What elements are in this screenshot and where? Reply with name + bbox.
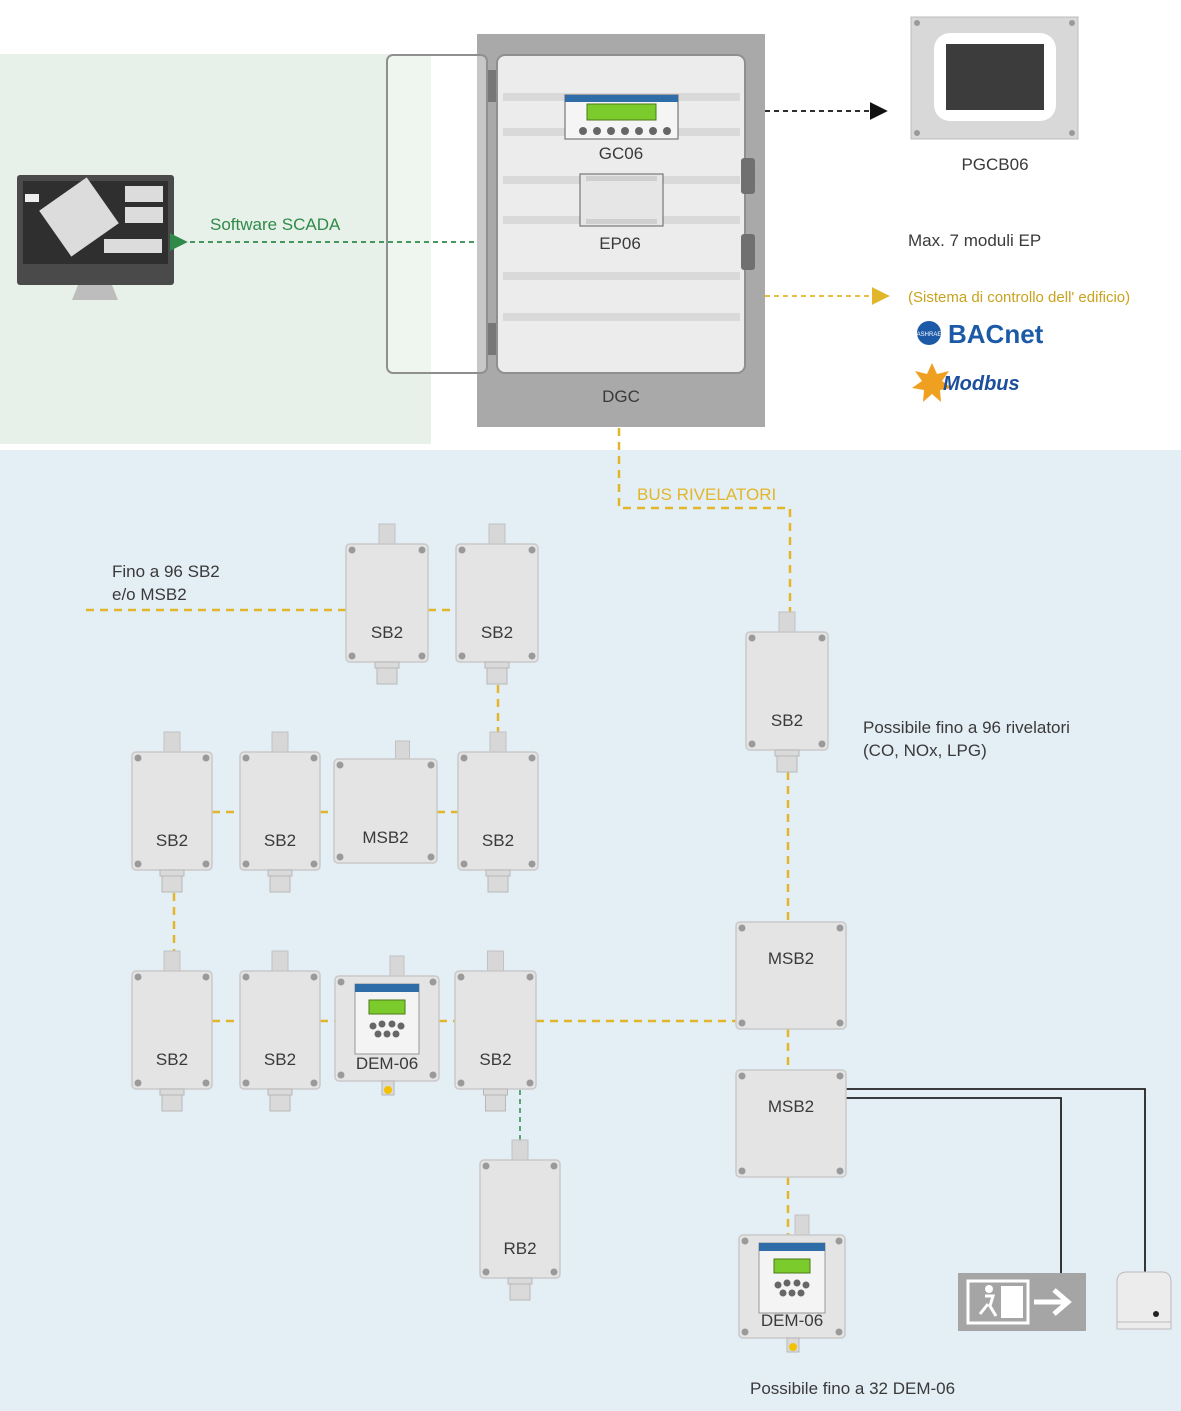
msb2-right-1-label: MSB2	[768, 949, 814, 968]
sb2-bottom-1-label: SB2	[156, 1050, 188, 1069]
sb2-mid-1-label: SB2	[156, 831, 188, 850]
max-detectors-note-line1: Possibile fino a 96 rivelatori	[863, 718, 1070, 737]
max-dem-note: Possibile fino a 32 DEM-06	[750, 1379, 955, 1398]
pgcb06-panel	[910, 16, 1079, 140]
sb2-bottom-3: SB2	[454, 950, 537, 1112]
max-sb2-note-line2: e/o MSB2	[112, 585, 187, 604]
exit-sign	[958, 1273, 1086, 1331]
max-sb2-note-line1: Fino a 96 SB2	[112, 562, 220, 581]
sb2-top-1: SB2	[345, 523, 429, 685]
ep06-label: EP06	[599, 234, 641, 253]
msb2-mid: MSB2	[333, 740, 438, 864]
pgcb06-label: PGCB06	[961, 155, 1028, 174]
msb2-right-2: MSB2	[735, 1069, 847, 1178]
rb2-label: RB2	[503, 1239, 536, 1258]
sb2-mid-2-label: SB2	[264, 831, 296, 850]
sb2-right: SB2	[745, 611, 829, 773]
dem06-right-label: DEM-06	[761, 1311, 823, 1330]
sb2-mid-3: SB2	[457, 731, 539, 893]
scada-monitor	[17, 175, 174, 300]
svg-text:BACnet: BACnet	[948, 319, 1044, 349]
field-zone-background	[0, 450, 1181, 1411]
sb2-top-1-label: SB2	[371, 623, 403, 642]
relay-wire-siren	[845, 1088, 1146, 1273]
msb2-right-2-label: MSB2	[768, 1097, 814, 1116]
sb2-top-2: SB2	[455, 523, 539, 685]
gc06-module	[564, 94, 679, 140]
msb2-mid-label: MSB2	[362, 828, 408, 847]
dem06-left-label: DEM-06	[356, 1054, 418, 1073]
ep06-module	[579, 173, 664, 227]
msb2-right-1: MSB2	[735, 921, 847, 1030]
sb2-top-2-label: SB2	[481, 623, 513, 642]
bms-label: (Sistema di controllo dell' edificio)	[908, 289, 1130, 306]
rb2: RB2	[479, 1139, 561, 1301]
scada-label: Software SCADA	[210, 215, 341, 234]
dgc-label: DGC	[602, 387, 640, 406]
bacnet-logo: ASHRAE BACnet	[917, 319, 1044, 349]
sb2-bottom-3-label: SB2	[479, 1050, 511, 1069]
sb2-bottom-2-label: SB2	[264, 1050, 296, 1069]
siren-device	[1116, 1271, 1172, 1330]
max-detectors-note-line2: (CO, NOx, LPG)	[863, 741, 987, 760]
sb2-bottom-1: SB2	[131, 950, 213, 1112]
dgc-cabinet: GC06 EP06 DGC	[477, 34, 765, 427]
svg-text:ASHRAE: ASHRAE	[917, 332, 942, 338]
svg-text:Modbus: Modbus	[943, 373, 1020, 395]
relay-wire-exit	[845, 1097, 1062, 1273]
dgc-door	[386, 54, 488, 374]
dem06-left: DEM-06	[334, 955, 440, 1096]
bus-label: BUS RIVELATORI	[637, 485, 776, 504]
sb2-mid-1: SB2	[131, 731, 213, 893]
dem06-right: DEM-06	[738, 1214, 846, 1353]
bus-wiring	[86, 428, 792, 1235]
sb2-mid-2: SB2	[239, 731, 321, 893]
sb2-right-label: SB2	[771, 711, 803, 730]
modbus-logo: Modbus	[912, 363, 1020, 402]
max-ep-text: Max. 7 moduli EP	[908, 231, 1041, 250]
sb2-mid-3-label: SB2	[482, 831, 514, 850]
gc06-label: GC06	[599, 144, 643, 163]
sb2-bottom-2: SB2	[239, 950, 321, 1112]
